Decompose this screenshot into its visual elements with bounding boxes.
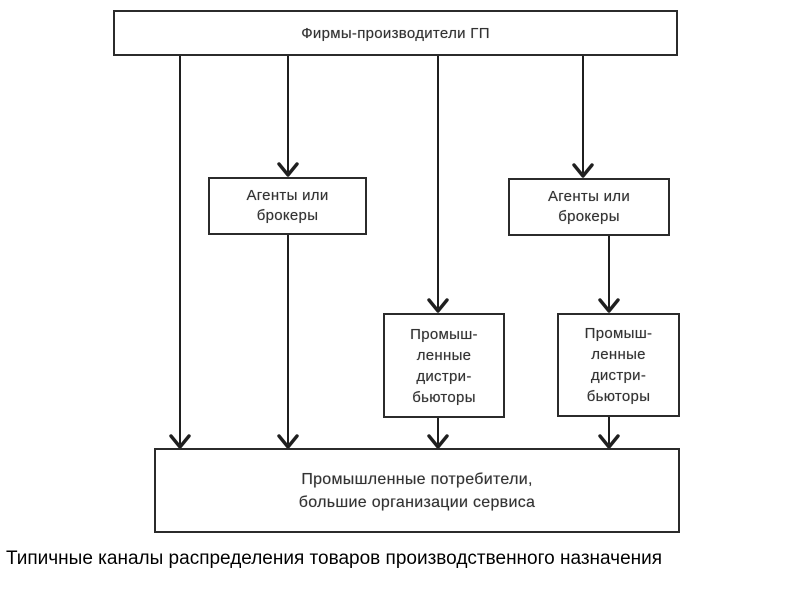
node-label-line: дистри- bbox=[416, 367, 472, 385]
node-producers-label: Фирмы-производители ГП bbox=[301, 24, 490, 42]
node-industrial-distributors-right: Промыш- ленные дистри- бьюторы bbox=[557, 313, 680, 417]
slide-caption: Типичные каналы распределения товаров пр… bbox=[6, 548, 663, 569]
node-label-line: бьюторы bbox=[412, 388, 476, 406]
node-label-line: Промыш- bbox=[410, 325, 478, 343]
node-label-line: бьюторы bbox=[586, 388, 651, 405]
node-label-line: брокеры bbox=[256, 207, 319, 224]
node-label-line: ленные bbox=[591, 346, 646, 363]
node-label-line: Агенты или bbox=[246, 187, 329, 204]
node-label-line: Промышленные потребители, bbox=[301, 470, 533, 488]
node-producers: Фирмы-производители ГП bbox=[113, 10, 678, 56]
arrow-producers-distributors-left bbox=[427, 56, 449, 313]
arrow-distributors-left-consumers bbox=[427, 418, 449, 449]
arrow-producers-agents-right bbox=[572, 56, 594, 178]
node-label-line: Агенты или bbox=[547, 188, 631, 205]
node-industrial-consumers: Промышленные потребители, большие органи… bbox=[154, 448, 680, 533]
arrow-agents-right-distributors-right bbox=[598, 236, 620, 313]
node-label-line: ленные bbox=[416, 346, 472, 364]
node-label-line: Промыш- bbox=[584, 325, 653, 342]
node-label-line: брокеры bbox=[558, 208, 620, 225]
node-label-line: дистри- bbox=[590, 367, 647, 384]
node-agents-brokers-left: Агенты или брокеры bbox=[208, 177, 367, 235]
arrow-producers-agents-left bbox=[277, 56, 299, 177]
arrow-producers-consumers bbox=[169, 56, 191, 449]
arrow-distributors-right-consumers bbox=[598, 417, 620, 449]
arrow-agents-left-consumers bbox=[277, 235, 299, 449]
node-agents-brokers-right: Агенты или брокеры bbox=[508, 178, 670, 236]
node-label-line: большие организации сервиса bbox=[298, 493, 536, 511]
node-industrial-distributors-left: Промыш- ленные дистри- бьюторы bbox=[383, 313, 505, 418]
